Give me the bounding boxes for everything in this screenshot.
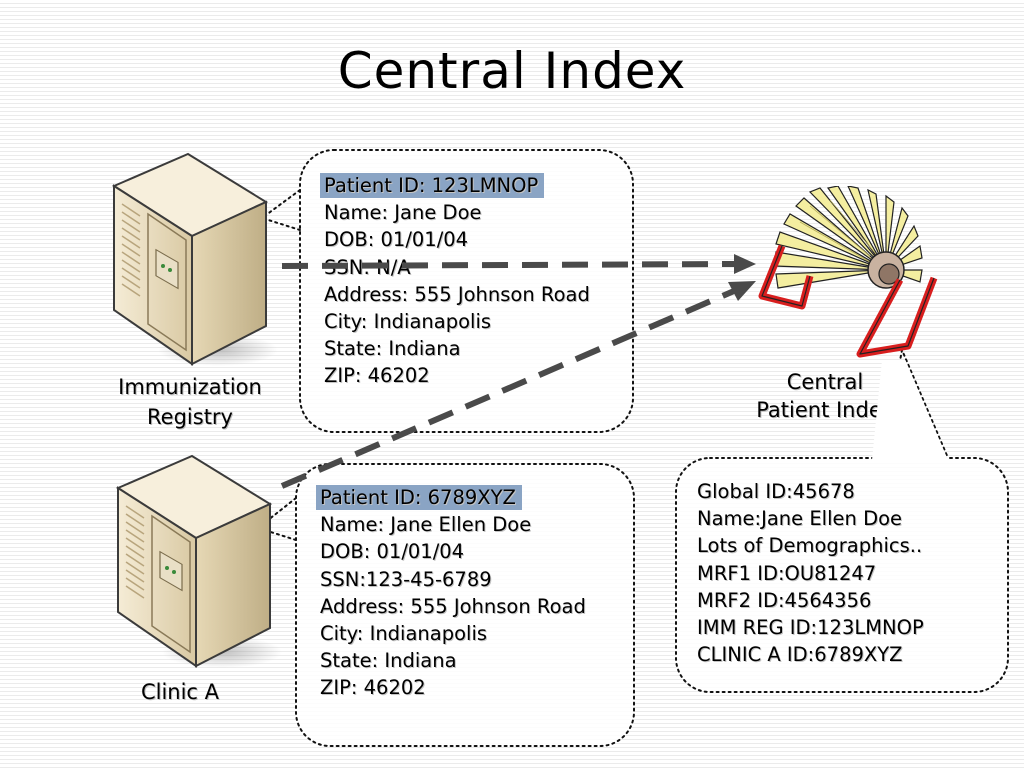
label-line: Registry (147, 405, 233, 429)
record-ssn: SSN:123-45-6789 (320, 567, 492, 591)
field-value: Jane Ellen Doe (761, 507, 903, 531)
field-value: OU81247 (784, 561, 877, 585)
record-state: State: Indiana (320, 649, 457, 673)
label-line: Immunization (118, 375, 262, 399)
field-value: 123LMNOP (817, 616, 924, 640)
field-key: Global ID: (697, 480, 793, 503)
record-address: Address: 555 Johnson Road (324, 282, 590, 306)
clinic-a-row: CLINIC A ID:6789XYZ (697, 641, 924, 668)
record-zip: ZIP: 46202 (324, 364, 430, 388)
record-dob: DOB: 01/01/04 (320, 540, 465, 564)
server-icon (111, 152, 278, 366)
record-address: Address: 555 Johnson Road (320, 594, 586, 618)
label-line: Central (786, 370, 864, 394)
patient-id-highlight: Patient ID: 123LMNOP (320, 173, 545, 198)
label-line: Patient Index (756, 398, 894, 422)
record-name: Name: Jane Doe (324, 201, 482, 225)
field-key: Name: (697, 507, 762, 531)
label-mask (872, 360, 948, 460)
field-value: 4564356 (784, 588, 872, 612)
patient-id-highlight: Patient ID: 6789XYZ (316, 485, 522, 510)
field-key: MRF2 ID: (697, 588, 785, 612)
field-value: 45678 (792, 480, 855, 503)
immunization-registry-label: Immunization Registry (100, 372, 280, 432)
clinic-a-label: Clinic A (140, 680, 220, 704)
record-city: City: Indianapolis (324, 310, 492, 334)
arrowhead-icon (734, 254, 756, 274)
name-row: Name:Jane Ellen Doe (697, 505, 924, 532)
rolodex-icon (758, 186, 938, 358)
record-state: State: Indiana (324, 337, 461, 361)
clinic-record: Patient ID: 6789XYZ Name: Jane Ellen Doe… (316, 484, 586, 702)
mrf2-row: MRF2 ID:4564356 (697, 587, 924, 614)
mrf1-row: MRF1 ID:OU81247 (697, 560, 924, 587)
central-patient-index-label: Central Patient Index (740, 368, 910, 424)
clinic-to-index-arrow (280, 288, 736, 489)
field-key: MRF1 ID: (697, 561, 785, 585)
record-zip: ZIP: 46202 (320, 676, 426, 700)
record-city: City: Indianapolis (320, 622, 488, 646)
registry-to-index-arrow (281, 261, 735, 269)
field-key: CLINIC A ID: (697, 643, 815, 667)
slide-title: Central Index (337, 42, 687, 100)
record-dob: DOB: 01/01/04 (324, 228, 469, 252)
field-value: 6789XYZ (814, 643, 903, 667)
arrowhead-icon (728, 281, 756, 301)
imm-reg-row: IMM REG ID:123LMNOP (697, 614, 924, 641)
field-key: IMM REG ID: (697, 616, 818, 640)
central-record: Global ID:45678 Name:Jane Ellen Doe Lots… (697, 478, 924, 668)
demographics-row: Lots of Demographics.. (697, 534, 923, 558)
server-icon (115, 454, 282, 668)
global-id-row: Global ID:45678 (697, 478, 924, 505)
record-name: Name: Jane Ellen Doe (320, 513, 532, 537)
registry-record: Patient ID: 123LMNOP Name: Jane Doe DOB:… (320, 172, 590, 390)
